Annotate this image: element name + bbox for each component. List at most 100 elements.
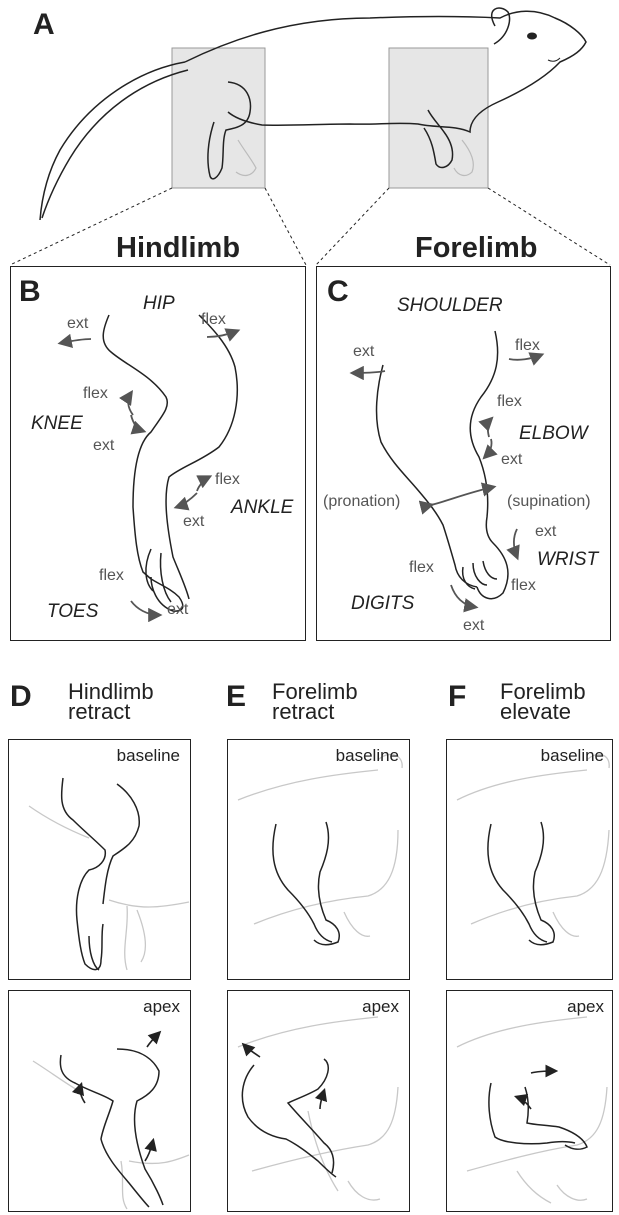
knee-ext-label: ext: [93, 437, 114, 455]
state-label-apex: apex: [362, 997, 399, 1017]
hindlimb-outline: [62, 778, 106, 970]
rat-mouth: [548, 58, 560, 61]
joint-label-elbow: ELBOW: [519, 423, 588, 445]
hindlimb-back-outline: [166, 315, 237, 599]
ankle-ext-label: ext: [183, 513, 204, 531]
panel-d-apex-drawing: [9, 991, 191, 1212]
ghost-foot: [121, 1161, 127, 1209]
section-title-hindlimb: Hindlimb: [116, 232, 240, 265]
panel-f-apex-box: apex: [446, 990, 613, 1212]
forepaw-digits: [463, 561, 497, 589]
hind-toes: [89, 936, 99, 970]
forelimb-outline: [273, 824, 332, 942]
joint-label-wrist: WRIST: [537, 549, 598, 571]
panel-d-apex-box: apex: [8, 990, 191, 1212]
ghost-body: [238, 770, 398, 924]
ankle-flex-label: flex: [215, 471, 240, 489]
panel-c-box: C SHOULDER ext flex flex ELBOW ext (pron…: [316, 266, 611, 641]
panel-f-title-line2: elevate: [500, 702, 586, 722]
forelimb-drawing: [317, 267, 611, 641]
rat-tail: [40, 62, 185, 220]
panel-f-title: Forelimb elevate: [500, 682, 586, 722]
shoulder-ext-label: ext: [353, 343, 374, 361]
ghost-body: [457, 770, 609, 924]
ghost-body: [29, 806, 189, 907]
panel-letter-b: B: [19, 275, 41, 309]
zoom-line-hind-right: [265, 188, 306, 265]
state-label-baseline: baseline: [541, 746, 604, 766]
forelimb-front: [525, 1087, 587, 1149]
wrist-arrow: [514, 529, 517, 557]
panel-e-title-line2: retract: [272, 702, 358, 722]
hind-toes: [146, 549, 171, 602]
shoulder-flex-label: flex: [515, 337, 540, 355]
panel-e-baseline-drawing: [228, 740, 410, 980]
panel-e-title: Forelimb retract: [272, 682, 358, 722]
panel-b-box: B HIP ext flex flex KNEE ext flex ANKLE …: [10, 266, 306, 641]
ghost-arm: [517, 1171, 587, 1203]
ankle-flex-arrow: [197, 477, 209, 491]
joint-label-shoulder: SHOULDER: [397, 295, 503, 317]
ankle-ext-arrow: [177, 493, 197, 507]
rat-ear: [492, 8, 510, 44]
hip-ext-label: ext: [67, 315, 88, 333]
elbow-arrow: [320, 1091, 324, 1109]
state-label-baseline: baseline: [117, 746, 180, 766]
forelimb-outline: [488, 824, 547, 942]
ankle-arrow: [145, 1141, 153, 1161]
panel-letter-e: E: [226, 680, 246, 714]
knee-flex-label: flex: [83, 385, 108, 403]
toes-flex-label: flex: [99, 567, 124, 585]
wrist-ext-label: ext: [535, 523, 556, 541]
hindlimb-drawing: [11, 267, 306, 641]
joint-label-digits: DIGITS: [351, 593, 414, 615]
forelimb-front: [529, 822, 554, 945]
panel-f-apex-drawing: [447, 991, 613, 1212]
panel-f-baseline-box: baseline: [446, 739, 613, 980]
ghost-arm: [308, 1111, 380, 1200]
rotation-arrow: [431, 487, 493, 505]
knee-flex-arrow: [128, 393, 133, 415]
ghost-paw: [344, 754, 402, 936]
pronation-label: (pronation): [323, 493, 400, 511]
rat-eye: [527, 33, 537, 40]
elbow-ext-label: ext: [501, 451, 522, 469]
digits-flex-label: flex: [409, 559, 434, 577]
hip-retract-arrow: [147, 1033, 159, 1047]
shoulder-ext-arrow: [353, 371, 385, 373]
panel-letter-f: F: [448, 680, 466, 714]
forelimb-back-outline: [377, 365, 477, 587]
section-title-forelimb: Forelimb: [415, 232, 537, 265]
panel-letter-c: C: [327, 275, 349, 309]
forelimb-front: [314, 822, 339, 945]
zoom-line-fore-left: [316, 188, 389, 265]
elevate-arrow-upper: [531, 1071, 555, 1073]
panel-f-baseline-drawing: [447, 740, 613, 980]
hip-flex-arrow: [207, 331, 237, 337]
hindlimb-highlight-box: [172, 48, 265, 188]
hindlimb-back: [117, 1049, 163, 1205]
panel-e-apex-drawing: [228, 991, 410, 1212]
elbow-ext-arrow: [485, 439, 492, 457]
panel-d-baseline-box: baseline: [8, 739, 191, 980]
hip-flex-label: flex: [201, 311, 226, 329]
forelimb-outline: [489, 1083, 575, 1144]
panel-d-title-line2: retract: [68, 702, 154, 722]
state-label-baseline: baseline: [336, 746, 399, 766]
hip-ext-arrow: [61, 339, 91, 343]
elbow-flex-label: flex: [497, 393, 522, 411]
shoulder-flex-arrow: [509, 355, 541, 360]
joint-label-ankle: ANKLE: [231, 497, 293, 519]
elevate-arrow-lower: [517, 1097, 531, 1109]
panel-e-baseline-box: baseline: [227, 739, 410, 980]
elbow-flex-arrow: [488, 419, 491, 437]
joint-label-hip: HIP: [143, 293, 175, 315]
joint-label-toes: TOES: [47, 601, 98, 623]
panel-d-title: Hindlimb retract: [68, 682, 154, 722]
ghost-paw: [553, 754, 609, 936]
joint-label-knee: KNEE: [31, 413, 83, 435]
wrist-flex-label: flex: [511, 577, 536, 595]
panel-d-baseline-drawing: [9, 740, 191, 980]
panel-e-apex-box: apex: [227, 990, 410, 1212]
digits-ext-label: ext: [463, 617, 484, 635]
